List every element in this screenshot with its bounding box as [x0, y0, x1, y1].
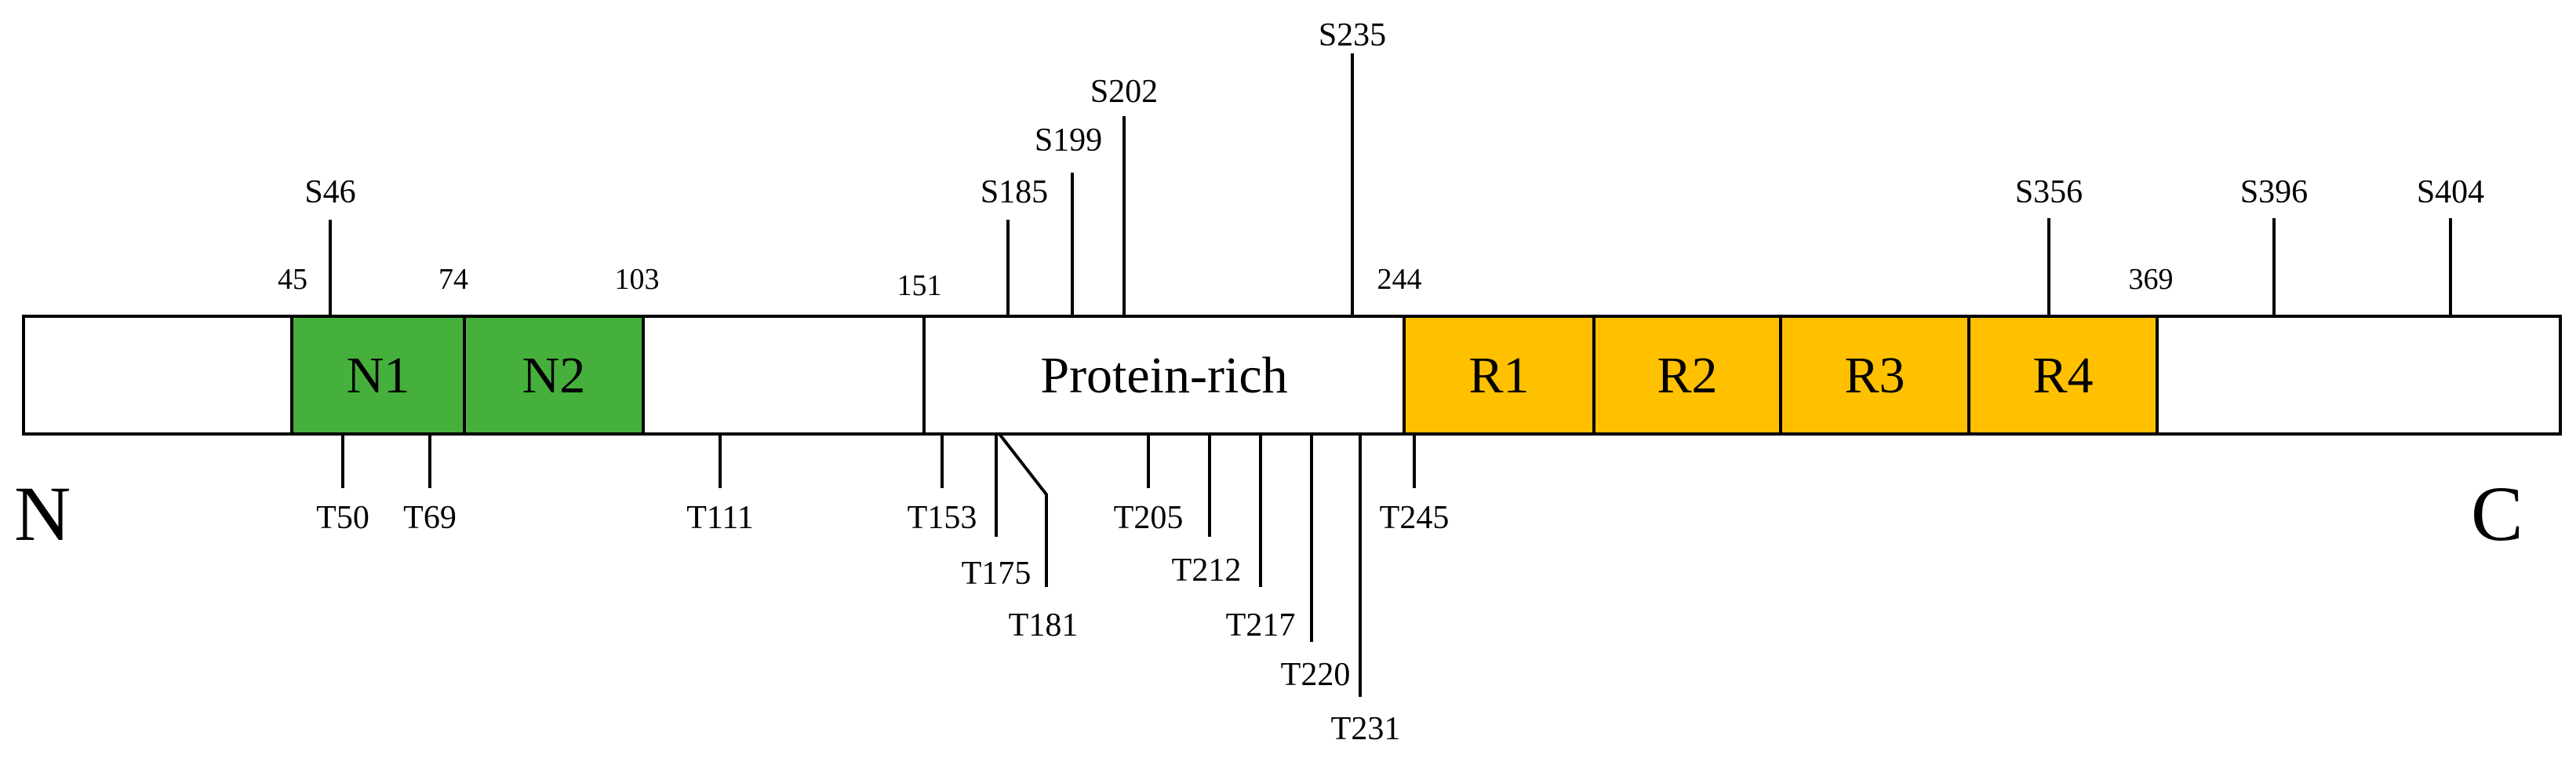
domain-r2-label: R2: [1657, 347, 1717, 404]
domain-r2: [1592, 315, 1782, 436]
domain-r1-label: R1: [1468, 347, 1529, 404]
boundary-label-103: 103: [615, 263, 660, 296]
site-label-t205: T205: [1114, 500, 1184, 536]
boundary-label-74: 74: [438, 263, 468, 296]
domain-n1-label: N1: [347, 347, 410, 404]
site-label-t181: T181: [1009, 607, 1079, 644]
domain-n2: [463, 315, 645, 436]
site-label-t220: T220: [1281, 657, 1351, 693]
site-label-s356: S356: [2015, 174, 2083, 210]
domain-r3-label: R3: [1844, 347, 1905, 404]
site-label-t69: T69: [403, 500, 457, 536]
site-label-t217: T217: [1226, 607, 1296, 644]
site-label-t50: T50: [316, 500, 369, 536]
site-label-t231: T231: [1331, 711, 1401, 747]
site-label-s185: S185: [981, 174, 1048, 210]
site-label-s404: S404: [2417, 174, 2484, 210]
domain-r4: [1967, 315, 2159, 436]
site-label-s202: S202: [1090, 74, 1158, 110]
domain-r1: [1403, 315, 1595, 436]
site-label-s199: S199: [1035, 122, 1102, 159]
site-label-s46: S46: [304, 174, 355, 210]
site-label-t212: T212: [1172, 552, 1242, 589]
domain-r4-label: R4: [2032, 347, 2093, 404]
site-label-t153: T153: [908, 500, 977, 536]
domain-r3: [1779, 315, 1970, 436]
boundary-label-369: 369: [2129, 263, 2174, 296]
boundary-label-244: 244: [1377, 263, 1422, 296]
c-terminus-label: C: [2471, 470, 2523, 557]
site-label-s235: S235: [1319, 17, 1386, 53]
site-tick-t181: [998, 432, 1048, 587]
site-label-t245: T245: [1380, 500, 1450, 536]
site-label-s396: S396: [2240, 174, 2308, 210]
domain-n1: [290, 315, 466, 436]
n-terminus-label: N: [14, 470, 71, 557]
site-label-t175: T175: [962, 556, 1031, 592]
region-protein-rich-label: Protein-rich: [1040, 347, 1287, 404]
boundary-label-151: 151: [897, 269, 942, 302]
domain-n2-label: N2: [522, 347, 586, 404]
boundary-label-45: 45: [278, 263, 307, 296]
site-label-t111: T111: [686, 500, 754, 536]
